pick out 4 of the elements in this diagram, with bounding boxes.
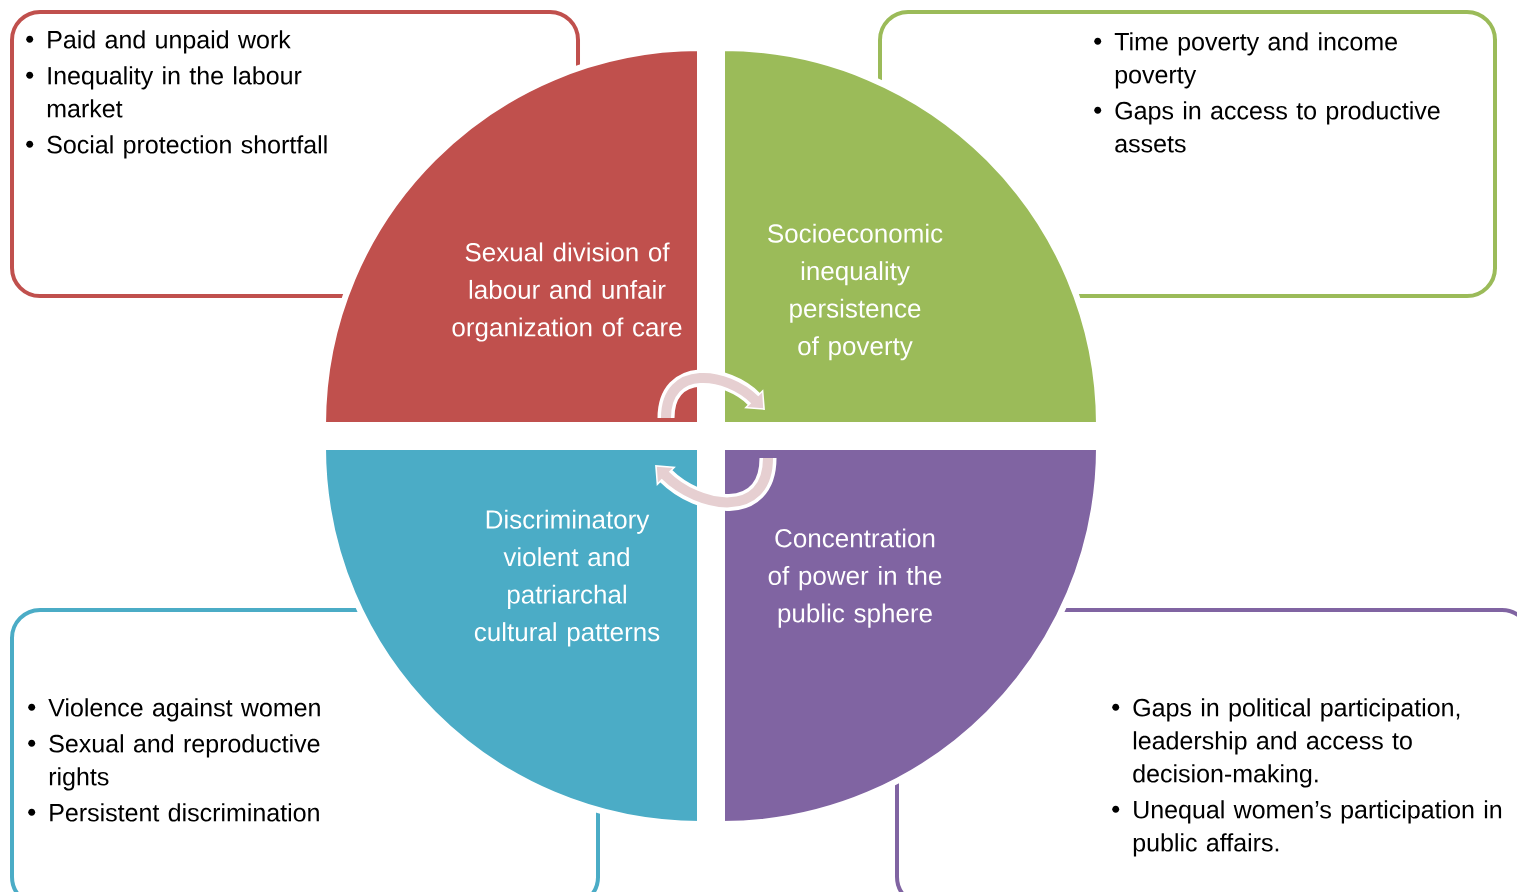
quadrant: Discriminatory violent and patriarchal cultural patterns xyxy=(320,444,703,827)
curved-arrow xyxy=(657,369,765,419)
curved-arrow xyxy=(655,457,777,511)
quadrant: Concentration of power in the public sphere xyxy=(719,444,1102,827)
